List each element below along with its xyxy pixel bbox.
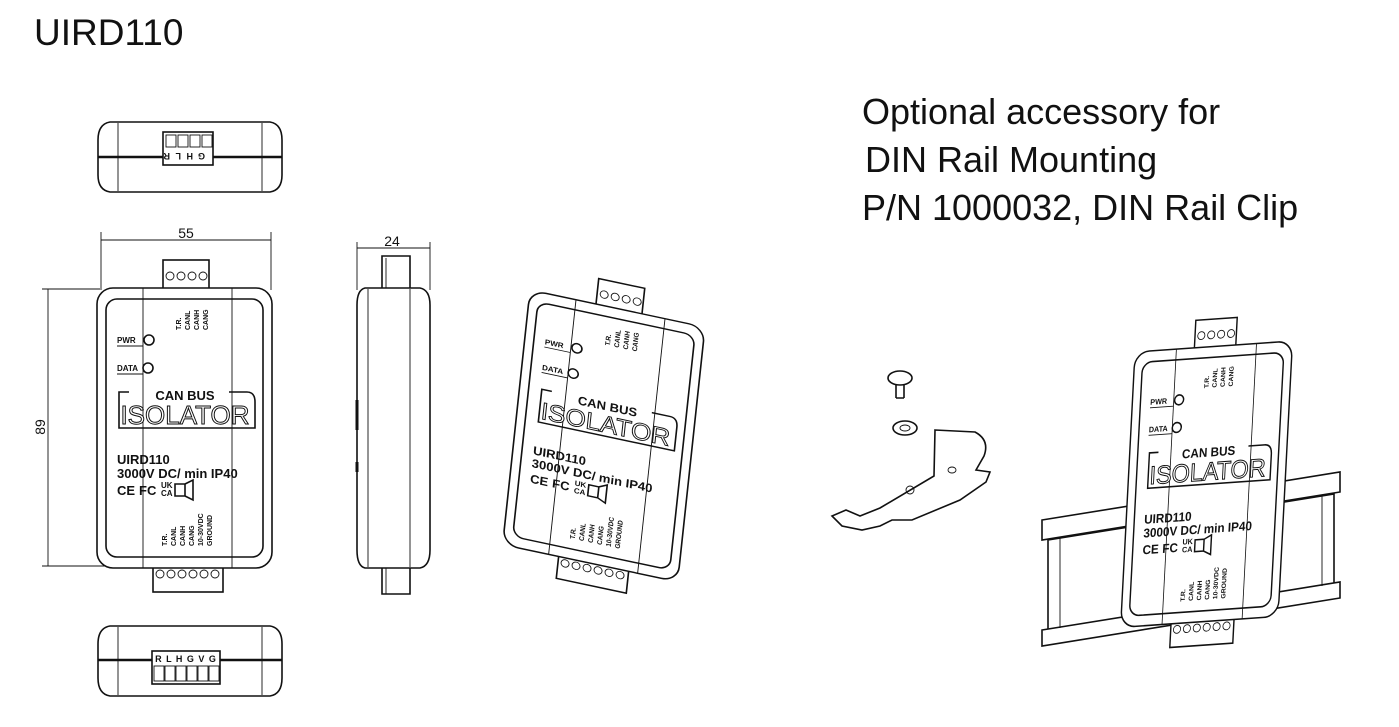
dimension-width: 55	[178, 225, 194, 241]
pin-label: 10-30VDC	[1212, 567, 1220, 600]
pin-label: CANL	[171, 526, 178, 546]
pin-label: T.R.	[1180, 589, 1187, 602]
pin-label: CANH	[194, 310, 201, 330]
pin-label: CANH	[180, 526, 187, 546]
top-view: G H L R	[97, 121, 283, 193]
fcc-mark: FC	[139, 483, 157, 498]
pin-label: CANH	[623, 330, 632, 350]
data-led-icon	[1171, 421, 1183, 434]
dimension-depth: 24	[384, 233, 400, 249]
ukca-mark: CA	[573, 486, 586, 497]
accessory-line-1: Optional accessory for	[862, 91, 1221, 132]
can-bus-label: CAN BUS	[1182, 443, 1236, 461]
ukca-mark: CA	[161, 489, 173, 498]
ce-mark: CE	[1142, 542, 1159, 558]
pin-label: CANG	[597, 525, 606, 545]
weee-icon	[174, 478, 194, 502]
pin-label: CANL	[185, 310, 192, 330]
pin-label: GROUND	[1220, 568, 1228, 599]
top-connector-letter: L	[175, 151, 181, 161]
pin-label: CANH	[588, 524, 597, 544]
washer-icon	[892, 420, 918, 436]
fcc-mark: FC	[551, 477, 570, 494]
ukca-mark: UK	[161, 481, 173, 490]
pin-label: GROUND	[615, 520, 625, 550]
pin-label: CANH	[1196, 580, 1204, 601]
bottom-view: R L H G V G	[97, 625, 283, 697]
ukca-mark: UK	[574, 479, 587, 490]
pwr-led-icon	[1173, 394, 1185, 406]
rating-label: 3000V DC/ min IP40	[117, 466, 238, 481]
pin-label: T.R.	[176, 318, 183, 331]
pin-label: CANH	[1220, 367, 1228, 388]
screw-icon	[887, 370, 913, 386]
can-bus-label: CAN BUS	[155, 388, 215, 403]
data-label: DATA	[117, 364, 138, 373]
top-connector-letter: G	[198, 151, 205, 161]
accessory-line-3: P/N 1000032, DIN Rail Clip	[862, 187, 1299, 228]
fcc-mark: FC	[1162, 540, 1178, 556]
pin-label: 10-30VDC	[606, 516, 616, 547]
pin-label: CANL	[579, 523, 588, 542]
pin-label: T.R.	[605, 334, 613, 347]
side-view	[355, 255, 431, 595]
dimension-height: 89	[32, 419, 48, 435]
pin-label: CANG	[1228, 366, 1236, 387]
isolator-label: ISOLATOR	[120, 400, 249, 430]
model-label: UIRD110	[1144, 509, 1192, 527]
weee-icon	[1193, 533, 1213, 556]
ukca-mark: CA	[1182, 545, 1193, 555]
drawing-title: UIRD110	[34, 12, 184, 53]
pin-label: CANG	[203, 309, 210, 330]
pin-label: T.R.	[162, 534, 169, 547]
pin-label: CANG	[189, 525, 196, 546]
pin-label: T.R.	[570, 527, 578, 540]
pwr-label: PWR	[1150, 396, 1168, 407]
pin-label: CANG	[1204, 579, 1212, 600]
pin-label: 10-30VDC	[198, 513, 205, 546]
pwr-label: PWR	[544, 338, 564, 350]
dimension-lines: 55 89 24	[32, 225, 431, 567]
pin-label: T.R.	[1204, 375, 1211, 388]
data-label: DATA	[1149, 424, 1169, 435]
ce-mark: CE	[117, 483, 135, 498]
front-view: T.R. CANL CANH CANG PWR DATA CAN BUS ISO…	[96, 259, 273, 593]
pin-label: CANL	[1212, 368, 1220, 388]
pwr-led-icon	[143, 334, 155, 346]
din-rail-clip	[830, 370, 992, 531]
top-connector-letter: R	[163, 151, 170, 161]
weee-icon	[586, 483, 609, 505]
pin-label: CANG	[632, 332, 641, 352]
rail-mounted-device: T.R. CANL CANH CANG PWR DATA CAN BUS ISO…	[1120, 316, 1293, 649]
iso-view: T.R. CANL CANH CANG PWR DATA CAN BUS ISO…	[503, 277, 705, 595]
model-label: UIRD110	[117, 452, 170, 467]
pin-label: CANL	[614, 329, 623, 348]
pwr-led-icon	[571, 342, 583, 354]
data-led-icon	[567, 368, 580, 379]
pin-label: CANL	[1188, 582, 1196, 602]
top-connector-letter: H	[187, 151, 194, 161]
ce-mark: CE	[529, 472, 548, 489]
bottom-connector-letters: R L H G V G	[155, 654, 217, 664]
data-led-icon	[142, 362, 154, 374]
pwr-label: PWR	[117, 336, 136, 345]
accessory-line-2: DIN Rail Mounting	[865, 139, 1158, 180]
pin-label: GROUND	[207, 515, 214, 546]
ukca-mark: UK	[1182, 537, 1193, 547]
